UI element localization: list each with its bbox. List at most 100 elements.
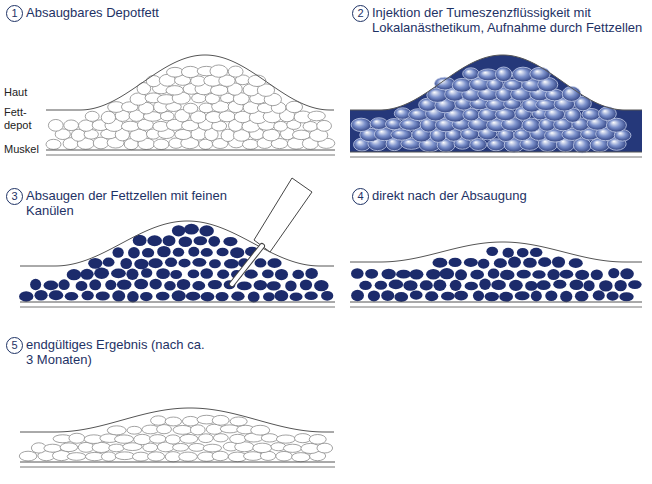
fat-cell — [198, 434, 213, 443]
fat-cell — [575, 270, 589, 280]
fat-cell — [140, 292, 153, 301]
fat-cell — [208, 236, 220, 247]
fat-cell — [570, 280, 584, 291]
fat-cell — [440, 268, 455, 279]
fat-cell — [213, 434, 228, 442]
fat-cell — [182, 416, 198, 426]
fat-cell — [179, 452, 198, 461]
fat-cell — [317, 443, 333, 453]
skin-line — [46, 55, 334, 110]
tissue-panel — [350, 242, 642, 307]
fat-cell — [523, 258, 537, 268]
fat-cell — [85, 111, 99, 121]
muscle-line — [20, 462, 335, 463]
fat-cell — [244, 270, 257, 279]
fat-cell — [103, 258, 115, 267]
fat-cell — [186, 292, 200, 301]
fat-cell — [190, 425, 205, 435]
fat-cell — [394, 292, 408, 302]
fat-cell — [173, 248, 184, 257]
fat-cell — [403, 280, 417, 291]
fat-cell — [189, 443, 205, 451]
fat-cell — [619, 292, 633, 301]
fat-cell — [65, 292, 79, 301]
fat-cell — [381, 269, 395, 280]
fat-cell — [173, 443, 189, 451]
fat-cell — [591, 270, 603, 280]
fat-cell — [593, 290, 605, 300]
fat-cell — [464, 258, 478, 267]
fat-cell — [300, 279, 312, 290]
fat-cell — [599, 280, 613, 291]
fat-cell — [553, 280, 566, 289]
tissue-panel — [350, 55, 642, 157]
fat-cell — [216, 292, 229, 301]
fat-cell — [230, 434, 246, 443]
fat-cell — [128, 247, 140, 258]
muscle-line — [20, 302, 335, 303]
fat-cell — [216, 248, 228, 257]
fat-cell — [69, 433, 85, 443]
fat-cell — [208, 280, 222, 289]
fat-cell — [67, 453, 86, 461]
skin-line — [20, 408, 334, 432]
step-number: 2 — [352, 5, 369, 22]
fat-cell — [166, 435, 181, 444]
fat-cell — [525, 281, 537, 291]
fat-cell — [305, 268, 318, 279]
fat-cell — [314, 280, 329, 291]
fat-cell — [172, 225, 185, 236]
fat-cell — [351, 290, 364, 301]
fat-cell — [274, 121, 288, 131]
fat-cell — [223, 237, 237, 246]
fat-cell — [308, 111, 325, 121]
fat-cell — [275, 269, 288, 280]
fat-layer — [350, 55, 642, 152]
fat-cell — [615, 280, 627, 291]
fat-cell — [488, 269, 500, 279]
fat-cell — [486, 247, 498, 256]
fat-cell — [515, 291, 530, 300]
fat-cell — [495, 67, 511, 82]
fat-cell — [210, 65, 228, 77]
fat-cell — [30, 279, 41, 290]
fat-cell — [212, 415, 229, 425]
fat-cell — [465, 282, 478, 291]
fat-cell — [292, 270, 304, 279]
fat-cell — [80, 269, 93, 280]
fat-cell — [76, 281, 88, 291]
fat-cell — [569, 258, 583, 268]
muscle-line — [46, 155, 335, 156]
fat-cell — [455, 269, 467, 280]
fat-cell — [560, 291, 572, 302]
step-caption: direkt nach der Absaugung — [372, 188, 632, 203]
muscle-line — [350, 307, 642, 308]
fat-cell — [105, 280, 116, 290]
fat-cell — [164, 281, 176, 290]
fat-cell — [517, 270, 531, 279]
fat-cell — [148, 258, 162, 268]
fat-cell — [199, 103, 213, 113]
fat-cell — [117, 279, 132, 289]
fat-cell — [165, 258, 177, 267]
fat-cell — [237, 282, 252, 291]
fat-cell — [163, 235, 176, 246]
fat-cell — [433, 280, 446, 291]
skin-line — [350, 55, 642, 110]
muscle-line — [20, 467, 335, 468]
fat-cell — [391, 129, 412, 140]
fat-cell — [150, 435, 166, 444]
fat-cell — [292, 130, 310, 139]
fat-cell — [294, 434, 311, 443]
fat-cell — [184, 224, 199, 235]
fat-cell — [531, 291, 542, 302]
fat-cell — [499, 292, 513, 302]
fat-cell — [224, 259, 239, 269]
fat-cell — [188, 247, 199, 257]
fat-cell — [34, 290, 47, 300]
cannula — [232, 178, 312, 284]
fat-cell — [509, 280, 523, 291]
fat-cell — [309, 435, 326, 445]
fat-cell — [92, 442, 110, 452]
fat-cell — [608, 268, 619, 278]
